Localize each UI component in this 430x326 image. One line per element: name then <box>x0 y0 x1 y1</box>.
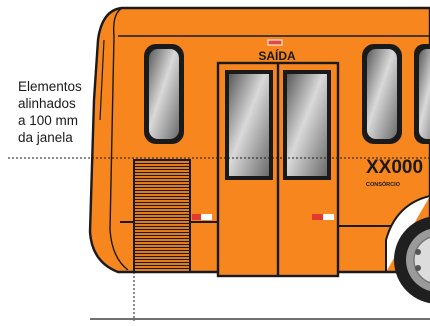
reflector-left <box>192 214 212 220</box>
door-light <box>267 39 283 46</box>
fleet-number: XX000 <box>366 157 423 178</box>
engine-grille <box>133 159 191 273</box>
front-pillar <box>99 39 105 121</box>
annotation-line-1: Elementos <box>18 79 82 94</box>
front-edge <box>109 7 129 271</box>
annotation-line-3: a 100 mm <box>18 113 79 128</box>
annotation-line-4: da janela <box>18 130 73 145</box>
door-label: SAÍDA <box>258 48 296 63</box>
wheel-hub <box>413 236 430 284</box>
reflector-right <box>312 214 334 220</box>
operator-label: CONSÓRCIO <box>366 180 401 188</box>
annotation-line-2: alinhados <box>18 96 76 111</box>
alignment-annotation: Elementos alinhados a 100 mm da janela <box>18 78 108 146</box>
